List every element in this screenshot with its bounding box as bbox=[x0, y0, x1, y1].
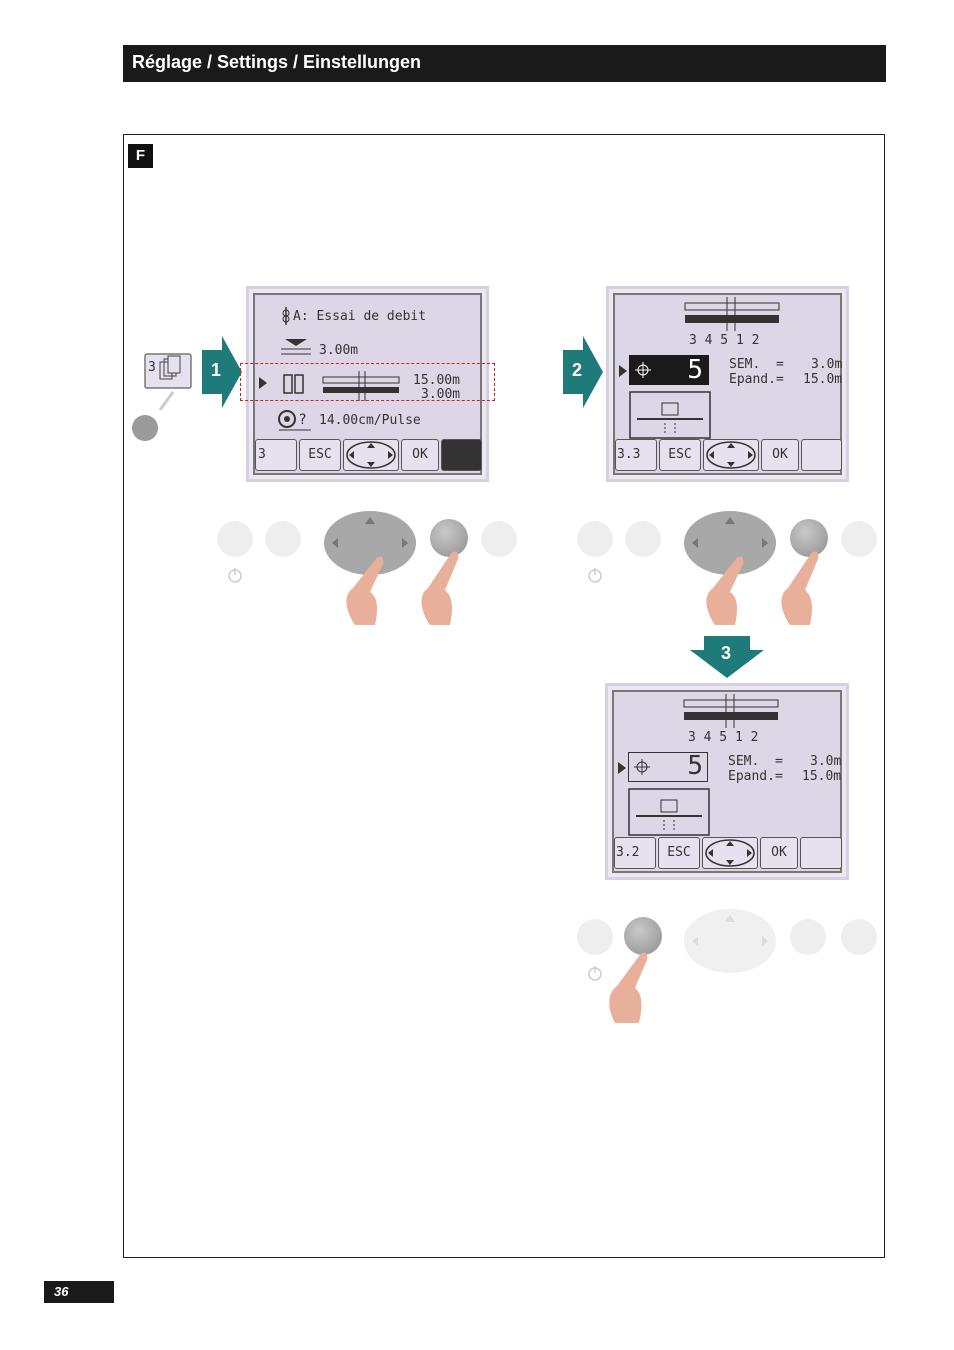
seeder-icon bbox=[283, 374, 304, 394]
screen-2: 3 4 5 1 2 5 SEM. = 3.0m Epand.= 15.0m 3.… bbox=[606, 286, 849, 482]
softkey-empty[interactable] bbox=[801, 439, 842, 471]
panel-button-ok[interactable] bbox=[430, 519, 468, 557]
seeder-icon bbox=[628, 788, 710, 836]
softkey-info[interactable]: 3.2 bbox=[614, 837, 656, 869]
side-info-number: 3 bbox=[148, 360, 156, 375]
section-title: Réglage / Settings / Einstellungen bbox=[132, 52, 422, 72]
width-icon bbox=[281, 339, 311, 355]
screen-3-sem-value: 3.0m bbox=[810, 754, 842, 769]
softkey-ok[interactable]: OK bbox=[760, 837, 798, 869]
step-3-number: 3 bbox=[721, 643, 732, 663]
step-3-arrow bbox=[690, 636, 764, 678]
finger-icon bbox=[706, 551, 819, 625]
softkey-nav[interactable] bbox=[343, 439, 399, 471]
nav-pad-icon[interactable] bbox=[682, 907, 778, 975]
panel-button-2[interactable] bbox=[625, 521, 661, 557]
svg-text:?: ? bbox=[299, 412, 306, 428]
control-panel-1 bbox=[215, 485, 520, 625]
screen-1-row-4: 14.00cm/Pulse bbox=[319, 413, 421, 428]
step-2-arrow bbox=[563, 336, 603, 408]
screen-1-row-3-b: 3.00m bbox=[421, 387, 461, 402]
screen-1-softkeys: 3 ESC OK bbox=[255, 439, 482, 473]
boom-icon bbox=[683, 694, 779, 728]
screen-3-epand-label: Epand.= bbox=[728, 769, 783, 784]
panel-button-4[interactable] bbox=[841, 919, 877, 955]
softkey-ok[interactable]: OK bbox=[761, 439, 799, 471]
screen-1-row-1: A: Essai de debit bbox=[293, 309, 427, 324]
panel-button-1[interactable] bbox=[217, 521, 253, 557]
side-info-icon: 3 bbox=[130, 350, 200, 445]
screen-2-section-numbers: 3 4 5 1 2 bbox=[689, 333, 760, 348]
screen-2-softkeys: 3.3 ESC OK bbox=[615, 439, 842, 473]
panel-button-esc[interactable] bbox=[624, 917, 662, 955]
screen-1: A: Essai de debit 3.00m 15.00m 3.00m ? 1… bbox=[246, 286, 489, 482]
softkey-esc[interactable]: ESC bbox=[299, 439, 341, 471]
panel-button-3[interactable] bbox=[790, 919, 826, 955]
screen-2-epand-value: 15.0m bbox=[803, 372, 843, 387]
boom-icon bbox=[322, 371, 400, 401]
screen-2-lcd: 3 4 5 1 2 5 SEM. = 3.0m Epand.= 15.0m 3.… bbox=[613, 293, 842, 475]
row-pointer-icon bbox=[259, 377, 267, 389]
row-highlight-box bbox=[240, 363, 495, 401]
softkey-extra[interactable] bbox=[441, 439, 482, 471]
softkey-esc[interactable]: ESC bbox=[658, 837, 700, 869]
nav-pad-icon[interactable] bbox=[682, 509, 778, 577]
nav-pad-icon[interactable] bbox=[322, 509, 418, 577]
screen-3-softkeys: 3.2 ESC OK bbox=[614, 837, 842, 871]
screen-2-epand-label: Epand.= bbox=[729, 372, 784, 387]
value-box[interactable]: 5 bbox=[628, 751, 708, 782]
control-panel-2 bbox=[575, 485, 880, 625]
screen-1-row-3-a: 15.00m bbox=[413, 373, 460, 388]
screen-3-lcd: 3 4 5 1 2 5 SEM. = 3.0m Epand.= 15.0m 3.… bbox=[612, 690, 842, 873]
screen-2-sem-value: 3.0m bbox=[811, 357, 843, 372]
panel-button-ok[interactable] bbox=[790, 519, 828, 557]
seeder-icon bbox=[629, 391, 711, 439]
nav-pad-icon bbox=[346, 441, 396, 469]
step-2-number: 2 bbox=[572, 360, 583, 380]
nav-pad-icon bbox=[705, 839, 755, 867]
screen-3-value: 5 bbox=[687, 751, 703, 781]
softkey-empty[interactable] bbox=[800, 837, 842, 869]
finger-icon bbox=[609, 952, 648, 1023]
screen-1-row-2: 3.00m bbox=[319, 343, 359, 358]
softkey-nav[interactable] bbox=[702, 837, 758, 869]
power-icon bbox=[228, 568, 242, 583]
boom-icon bbox=[684, 297, 780, 331]
control-panel-3 bbox=[575, 883, 880, 1023]
selected-value-box[interactable]: 5 bbox=[629, 355, 709, 385]
panel-button-2[interactable] bbox=[265, 521, 301, 557]
softkey-nav[interactable] bbox=[703, 439, 759, 471]
screen-3: 3 4 5 1 2 5 SEM. = 3.0m Epand.= 15.0m 3.… bbox=[605, 683, 849, 880]
panel-button-1[interactable] bbox=[577, 919, 613, 955]
softkey-info[interactable]: 3 bbox=[255, 439, 297, 471]
power-icon bbox=[588, 966, 602, 981]
figure-frame bbox=[123, 134, 885, 1258]
section-header: Réglage / Settings / Einstellungen bbox=[123, 45, 886, 82]
softkey-esc[interactable]: ESC bbox=[659, 439, 701, 471]
screen-3-section-numbers: 3 4 5 1 2 bbox=[688, 730, 759, 745]
screen-3-sem-label: SEM. = bbox=[728, 754, 783, 769]
softkey-ok[interactable]: OK bbox=[401, 439, 439, 471]
screen-3-epand-value: 15.0m bbox=[802, 769, 842, 784]
screen-2-sem-label: SEM. = bbox=[729, 357, 784, 372]
target-icon bbox=[635, 362, 651, 378]
power-icon bbox=[588, 568, 602, 583]
softkey-info[interactable]: 3.3 bbox=[615, 439, 657, 471]
nav-pad-icon bbox=[706, 441, 756, 469]
panel-button-1[interactable] bbox=[577, 521, 613, 557]
wheel-pulse-icon: ? bbox=[278, 410, 311, 431]
sensor-icon bbox=[282, 307, 290, 325]
screen-1-lcd: A: Essai de debit 3.00m 15.00m 3.00m ? 1… bbox=[253, 293, 482, 475]
figure-label: F bbox=[128, 144, 153, 168]
finger-icon bbox=[346, 551, 459, 625]
page-number: 36 bbox=[44, 1281, 114, 1303]
screen-2-value: 5 bbox=[687, 355, 703, 385]
panel-button-4[interactable] bbox=[481, 521, 517, 557]
row-pointer-icon bbox=[618, 762, 626, 774]
step-1-number: 1 bbox=[211, 360, 222, 380]
row-pointer-icon bbox=[619, 365, 627, 377]
panel-button-4[interactable] bbox=[841, 521, 877, 557]
target-icon bbox=[634, 759, 650, 775]
step-1-arrow bbox=[202, 336, 242, 408]
